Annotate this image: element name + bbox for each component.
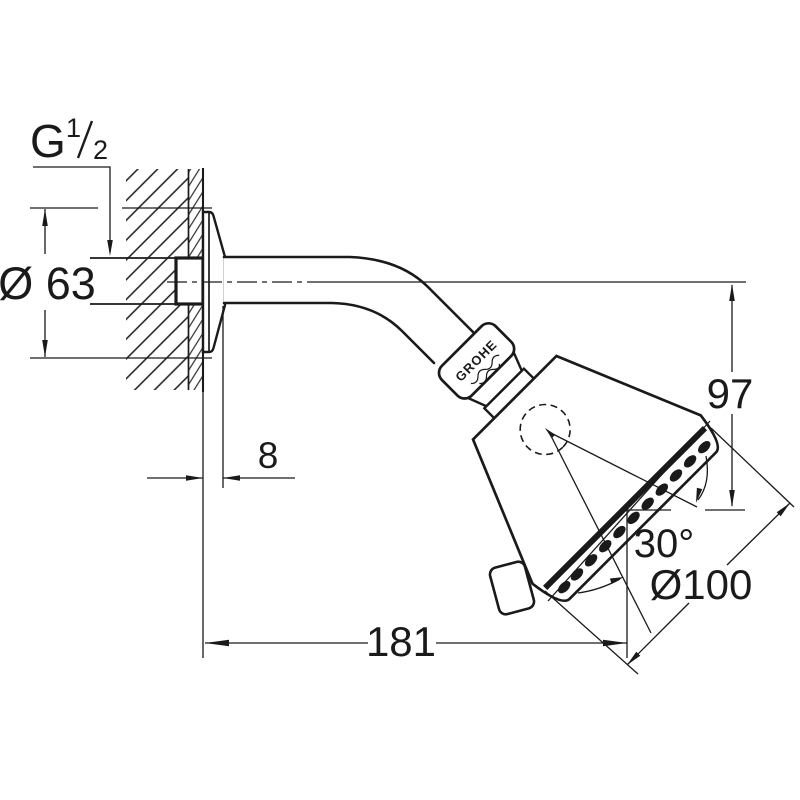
swivel-ray-upper bbox=[548, 431, 698, 508]
arm-top-edge bbox=[222, 255, 475, 334]
swivel-vertex-arrow bbox=[545, 428, 556, 439]
thread-label-letter: G bbox=[30, 115, 66, 167]
swivel-ray-lower bbox=[548, 431, 652, 634]
ball-joint-hidden-circle bbox=[519, 403, 571, 456]
thread-body bbox=[174, 256, 205, 306]
thread-leader-line bbox=[33, 166, 111, 252]
shower-arm bbox=[222, 255, 475, 365]
reference-lines bbox=[167, 281, 795, 675]
angle-arc-upper-arrow bbox=[696, 487, 703, 503]
thread-label-denominator: 2 bbox=[93, 135, 108, 165]
drop-height-dimension: 97 bbox=[707, 284, 754, 507]
flange-extension-lines bbox=[30, 207, 212, 359]
reach-dimension: 181 bbox=[205, 618, 627, 665]
spray-face-plane-line bbox=[547, 420, 711, 602]
arm-fill bbox=[224, 257, 473, 363]
diverter-lever bbox=[488, 560, 536, 616]
thread-leader-arrow bbox=[107, 240, 113, 256]
head-body bbox=[471, 354, 720, 603]
reach-label: 181 bbox=[366, 618, 436, 665]
connection-nut bbox=[437, 321, 516, 400]
angle-arc-lower-arrow bbox=[609, 577, 624, 584]
swivel-angle-rays bbox=[545, 428, 709, 634]
flange-diameter-label: Ø 63 bbox=[0, 258, 96, 309]
tilt-angle-label: 30° bbox=[634, 522, 695, 566]
thread-fraction-slash bbox=[76, 120, 94, 159]
wall-offset-dimension: 8 bbox=[147, 435, 295, 481]
face-rim-band bbox=[543, 425, 708, 591]
head-diameter-label: Ø100 bbox=[650, 561, 753, 608]
arm-bottom-edge bbox=[222, 301, 436, 365]
drop-height-label: 97 bbox=[707, 370, 754, 417]
flange-diameter-dimension: Ø 63 bbox=[0, 209, 96, 357]
head-dia-extension-lower bbox=[544, 590, 639, 675]
wall-offset-label: 8 bbox=[258, 435, 279, 476]
shower-head: GROHE bbox=[437, 321, 720, 603]
angle-arc-upper bbox=[697, 455, 709, 501]
logo-wave-2 bbox=[479, 363, 501, 385]
head-dia-extension-upper bbox=[710, 427, 795, 508]
thread-label-numerator: 1 bbox=[66, 113, 81, 143]
head-diameter-dimension: Ø100 bbox=[626, 502, 791, 666]
thread-nipple bbox=[90, 256, 205, 306]
logo-wave-1 bbox=[470, 354, 500, 385]
thread-callout: G 1 2 bbox=[30, 113, 113, 256]
